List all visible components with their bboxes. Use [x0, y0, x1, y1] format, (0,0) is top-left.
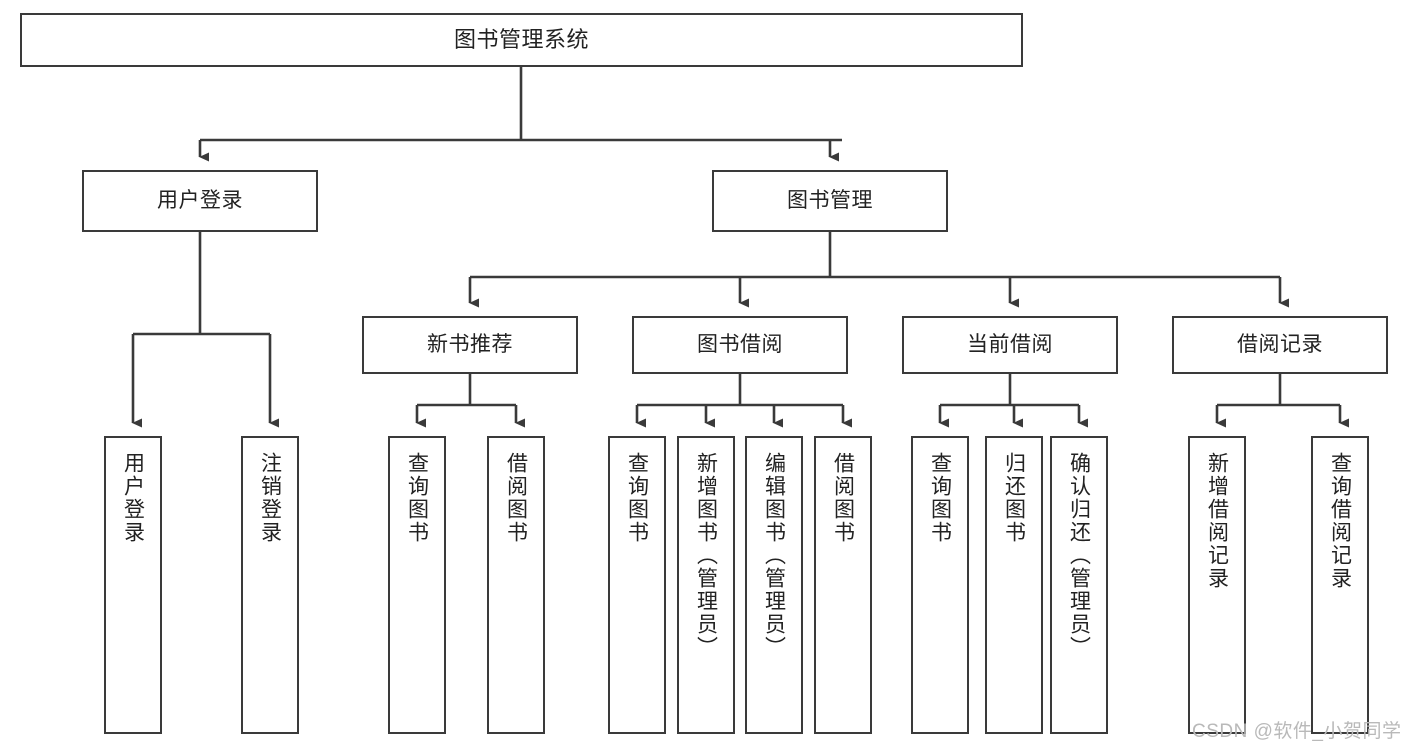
node-label: 查询图书: [405, 452, 429, 544]
node-label: 查询图书: [625, 452, 649, 544]
leaf-user-login[interactable]: 用户登录: [104, 436, 162, 734]
node-user-login[interactable]: 用户登录: [82, 170, 318, 232]
leaf-return-book[interactable]: 归还图书: [985, 436, 1043, 734]
node-label: 当前借阅: [967, 333, 1053, 357]
leaf-logout[interactable]: 注销登录: [241, 436, 299, 734]
leaf-edit-book-admin[interactable]: 编辑图书（管理员）: [745, 436, 803, 734]
leaf-query-borrow-record[interactable]: 查询借阅记录: [1311, 436, 1369, 734]
leaf-add-book-admin[interactable]: 新增图书（管理员）: [677, 436, 735, 734]
node-label: 借阅图书: [504, 452, 528, 544]
node-label: 编辑图书（管理员）: [762, 452, 786, 659]
leaf-confirm-return-admin[interactable]: 确认归还（管理员）: [1050, 436, 1108, 734]
node-label: 图书借阅: [697, 333, 783, 357]
node-book-borrow[interactable]: 图书借阅: [632, 316, 848, 374]
node-label: 用户登录: [157, 189, 243, 213]
leaf-query-book-current[interactable]: 查询图书: [911, 436, 969, 734]
node-root-system[interactable]: 图书管理系统: [20, 13, 1023, 67]
node-label: 图书管理系统: [453, 26, 589, 52]
node-new-book-recommend[interactable]: 新书推荐: [362, 316, 578, 374]
node-label: 借阅记录: [1237, 333, 1323, 357]
leaf-query-book-borrow[interactable]: 查询图书: [608, 436, 666, 734]
leaf-query-book-recommend[interactable]: 查询图书: [388, 436, 446, 734]
node-current-borrow[interactable]: 当前借阅: [902, 316, 1118, 374]
csdn-watermark: CSDN @软件_小贺同学: [1192, 721, 1402, 742]
node-label: 注销登录: [258, 452, 282, 544]
node-label: 新书推荐: [427, 333, 513, 357]
node-label: 查询借阅记录: [1328, 452, 1352, 590]
leaf-add-borrow-record[interactable]: 新增借阅记录: [1188, 436, 1246, 734]
node-label: 借阅图书: [831, 452, 855, 544]
leaf-borrow-book[interactable]: 借阅图书: [814, 436, 872, 734]
node-label: 归还图书: [1002, 452, 1026, 544]
leaf-borrow-book-recommend[interactable]: 借阅图书: [487, 436, 545, 734]
node-label: 查询图书: [928, 452, 952, 544]
node-label: 确认归还（管理员）: [1067, 452, 1091, 659]
node-label: 新增图书（管理员）: [694, 452, 718, 659]
node-borrow-record[interactable]: 借阅记录: [1172, 316, 1388, 374]
node-label: 用户登录: [121, 452, 145, 544]
node-book-management[interactable]: 图书管理: [712, 170, 948, 232]
node-label: 新增借阅记录: [1205, 452, 1229, 590]
node-label: 图书管理: [787, 189, 873, 213]
